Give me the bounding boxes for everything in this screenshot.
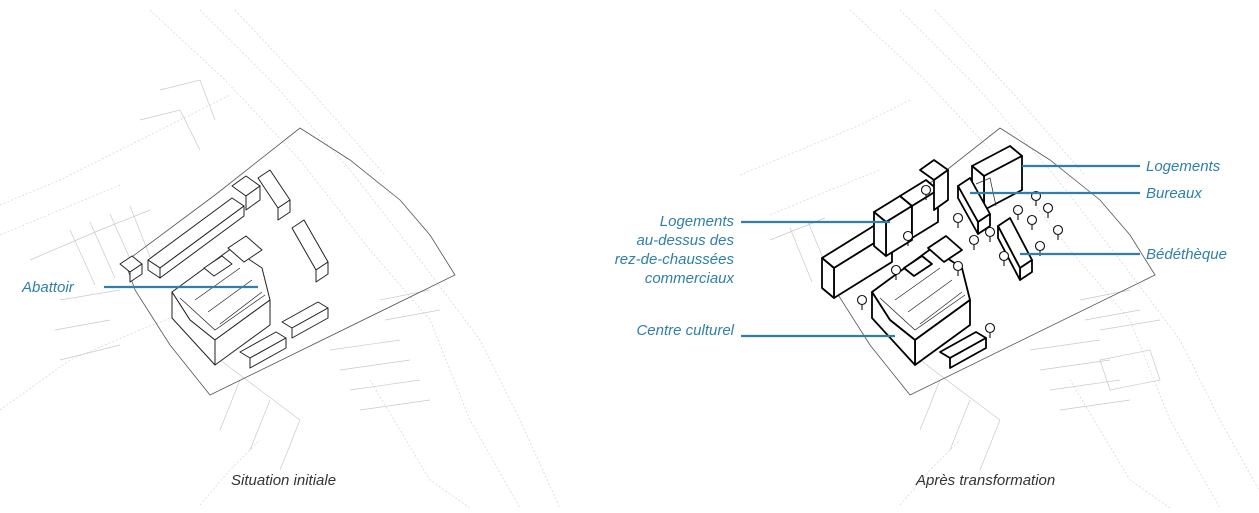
caption-apres-transformation: Après transformation: [916, 472, 1056, 489]
label-abattoir: Abattoir: [22, 279, 74, 296]
right-trees: [856, 184, 1064, 338]
label-logements-commerce-line-4: commerciaux: [644, 270, 734, 287]
left-site-boundary: [124, 127, 456, 396]
label-logements-commerce-line-2: au-dessus des: [636, 232, 734, 249]
left-buildings: [119, 169, 329, 369]
left-street-context: [0, 9, 561, 509]
label-logements: Logements: [1146, 158, 1221, 175]
right-leaders: [741, 164, 1140, 338]
right-buildings: [821, 145, 1033, 369]
label-centre-culturel: Centre culturel: [636, 322, 734, 339]
label-bureaux: Bureaux: [1146, 185, 1202, 202]
label-logements-commerce-line-1: Logements: [659, 213, 734, 230]
label-logements-commerce-line-3: rez-de-chaussées: [614, 251, 734, 268]
label-logements-commerce: Logements au-dessus des rez-de-chaussées…: [570, 212, 734, 288]
right-site-boundary: [824, 127, 1156, 396]
caption-situation-initiale: Situation initiale: [231, 472, 337, 489]
label-bedetheque: Bédéthèque: [1146, 246, 1227, 263]
